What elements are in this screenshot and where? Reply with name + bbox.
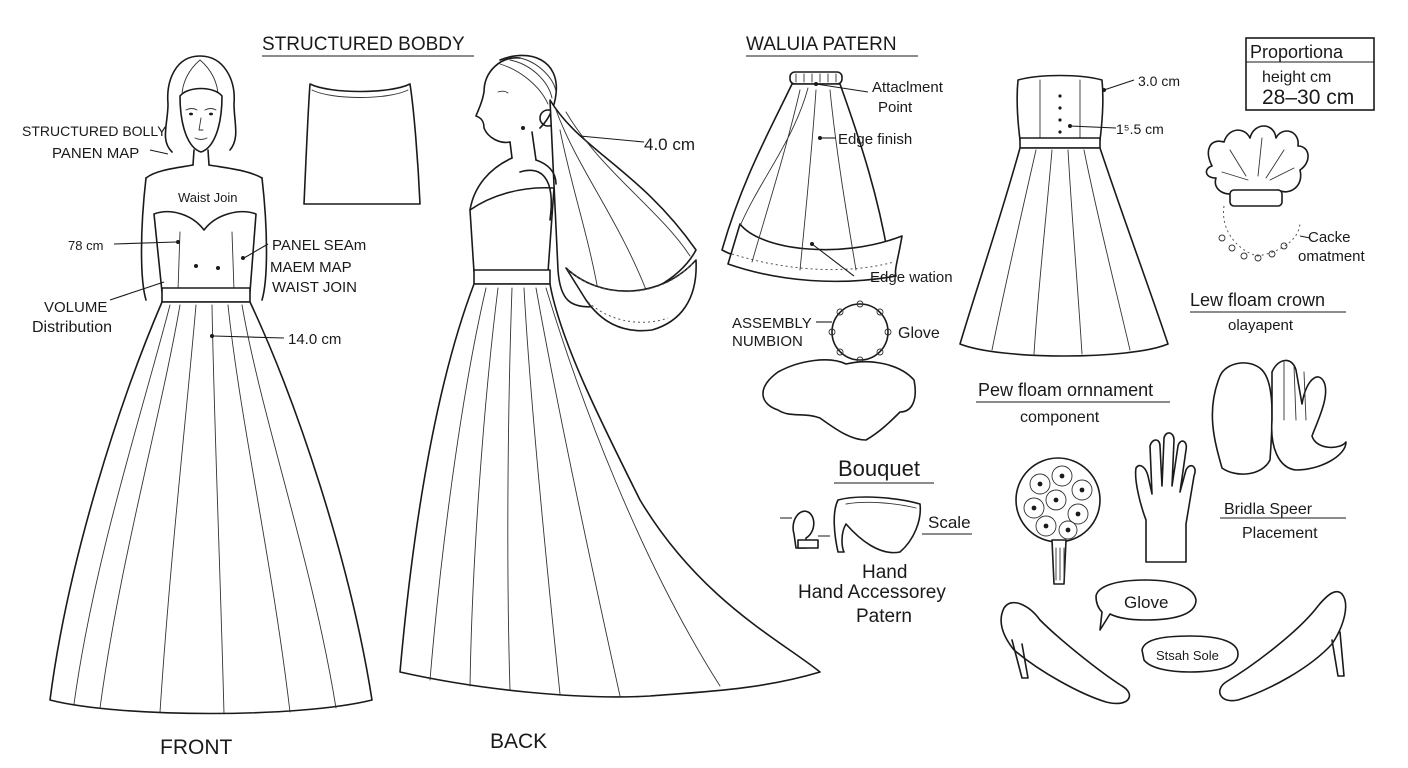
veil-edge-wation-label: Edge wation — [870, 269, 953, 286]
necklace-beads — [828, 300, 892, 364]
veil-edge-finish-label: Edge finish — [838, 131, 912, 148]
assembly-necklace — [762, 300, 916, 441]
numbion-label: NUMBION — [732, 333, 803, 350]
front-figure — [49, 55, 373, 715]
label-measure-14: 14.0 cm — [288, 331, 341, 348]
shoe-scale-sketch — [780, 496, 972, 554]
veil-pattern-title: WALUIA PATERN — [746, 34, 897, 55]
label-maem-map: MAEM MAP — [270, 259, 352, 276]
dress-measure-mid: 1⁵.5 cm — [1116, 121, 1164, 137]
bodice-title: STRUCTURED BOBDY — [262, 34, 465, 55]
veil-pattern — [721, 71, 903, 283]
bouquet-title: Bouquet — [838, 456, 920, 481]
bouquet-flowers — [1023, 465, 1093, 540]
proportion-range: 28–30 cm — [1262, 86, 1354, 109]
back-caption: BACK — [490, 730, 547, 753]
crown-cacke-label: Cacke — [1308, 229, 1351, 246]
crown-ornament-label: omatment — [1298, 248, 1366, 265]
floral-ornament-title: Pew floam ornnament — [978, 380, 1153, 400]
proportion-height: height cm — [1262, 69, 1331, 86]
sole-callout-text: Stsah Sole — [1156, 648, 1219, 663]
assembly-label: ASSEMBLY — [732, 315, 812, 332]
crown-beads — [1218, 234, 1288, 262]
front-caption: FRONT — [160, 736, 232, 759]
proportion-box — [1245, 37, 1375, 111]
veil-measure: 4.0 cm — [644, 135, 695, 154]
patern-label: Patern — [856, 606, 912, 627]
gloves-pair — [1211, 359, 1347, 475]
glove-callout — [1095, 579, 1197, 631]
label-panel-seam: PANEL SEAm — [272, 237, 366, 254]
bridal-title: Bridla Speer — [1224, 501, 1313, 518]
label-distribution: Distribution — [32, 319, 112, 336]
dress-measure-top: 3.0 cm — [1138, 73, 1180, 89]
glove-callout-text: Glove — [1124, 593, 1168, 612]
proportion-title: Proportiona — [1250, 42, 1344, 62]
veil-point-label: Point — [878, 99, 913, 116]
label-structured-bolly: STRUCTURED BOLLY — [22, 123, 167, 139]
label-volume: VOLUME — [44, 299, 107, 316]
scale-label: Scale — [928, 513, 971, 532]
crown-sketch — [1205, 125, 1311, 262]
bridal-subtitle: Placement — [1242, 525, 1318, 542]
label-panen-map: PANEN MAP — [52, 145, 139, 162]
heel-shoe-left — [1000, 602, 1131, 705]
label-measure-78: 78 cm — [68, 238, 103, 253]
crown-title: Lew floam crown — [1190, 290, 1325, 310]
label-waist-join: WAIST JOIN — [272, 279, 357, 296]
sole-callout — [1141, 635, 1239, 673]
glove-label-neck: Glove — [898, 325, 940, 342]
hand-accessorey-label: Hand Accessorey — [798, 582, 946, 603]
floral-ornament-subtitle: component — [1020, 409, 1100, 426]
hand-label: Hand — [862, 562, 907, 583]
bouquet-sketch — [1015, 457, 1101, 585]
bodice-flat — [303, 83, 421, 205]
veil-attachment-label: Attaclment — [872, 79, 944, 96]
single-glove — [1134, 432, 1196, 563]
label-waist-join-top: Waist Join — [178, 190, 237, 205]
crown-subtitle: olayapent — [1228, 317, 1294, 334]
back-figure — [399, 54, 821, 698]
dress-flat — [959, 74, 1169, 357]
heel-shoe-right — [1218, 590, 1347, 702]
